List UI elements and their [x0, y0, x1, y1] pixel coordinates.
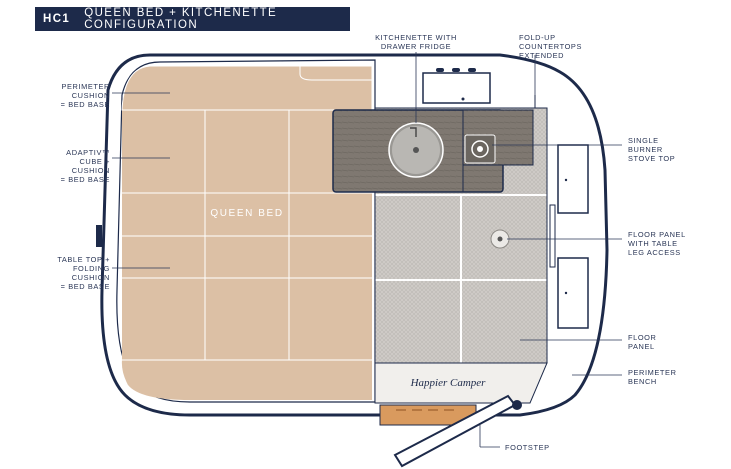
sink-icon — [388, 122, 444, 178]
label-floor-panel: FLOOR PANEL — [628, 333, 657, 351]
perimeter-bench — [374, 362, 548, 404]
title-code: HC1 — [43, 13, 71, 25]
queen-bed-label: QUEEN BED — [210, 208, 284, 219]
floor-seams — [375, 194, 547, 363]
right-cabinet-upper — [557, 144, 589, 214]
side-latch — [96, 225, 102, 247]
leader-lines — [112, 52, 622, 448]
label-adaptiv-cube: ADAPTIV™ CUBE + CUSHION = BED BASE — [60, 148, 110, 184]
label-single-burner: SINGLE BURNER STOVE TOP — [628, 136, 676, 163]
top-vents — [436, 68, 476, 72]
label-floor-panel-table: FLOOR PANEL WITH TABLE LEG ACCESS — [628, 230, 686, 257]
upper-cabinet — [422, 72, 491, 104]
door-hinge — [512, 400, 522, 410]
label-kitchenette: KITCHENETTE WITH DRAWER FRIDGE — [375, 33, 457, 51]
title-bar: HC1 QUEEN BED + KITCHENETTE CONFIGURATIO… — [35, 7, 350, 31]
right-cabinet-lower — [557, 257, 589, 329]
brand-logo: Happier Camper — [410, 377, 486, 389]
label-footstep: FOOTSTEP — [505, 443, 550, 452]
cushion-grid — [122, 109, 372, 361]
label-perimeter-cushion: PERIMETER CUSHION = BED BASE — [60, 82, 110, 109]
perimeter-cushion-top — [121, 65, 373, 111]
bed-base — [122, 110, 372, 360]
title-text: QUEEN BED + KITCHENETTE CONFIGURATION — [84, 7, 278, 31]
stove-burner-icon — [464, 134, 496, 164]
label-table-top: TABLE TOP + FOLDING CUSHION = BED BASE — [57, 255, 110, 291]
label-fold-up-countertops: FOLD-UP COUNTERTOPS EXTENDED — [519, 33, 582, 60]
label-perimeter-bench: PERIMETER BENCH — [628, 368, 677, 386]
